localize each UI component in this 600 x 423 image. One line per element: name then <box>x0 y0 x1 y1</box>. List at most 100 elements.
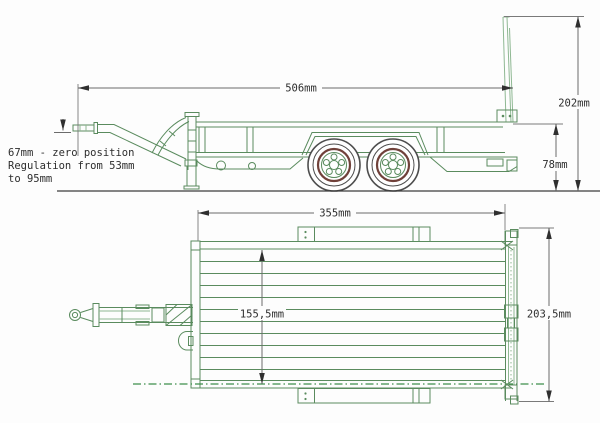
dim-label-78: 78mm <box>542 159 567 171</box>
mount-hatch <box>165 304 178 316</box>
headboard-cap <box>184 112 200 117</box>
tire-outer <box>366 138 420 192</box>
label-mask <box>538 157 573 171</box>
hinge-bolt <box>501 114 505 118</box>
hitch-ring-inner <box>71 311 79 319</box>
fender-bolt <box>304 236 307 239</box>
floor-planks <box>200 261 505 370</box>
brace-rung <box>159 140 167 147</box>
coupler-edge <box>80 317 94 322</box>
wheel-rear <box>366 138 420 192</box>
drawbar-bottom-edge <box>97 132 182 167</box>
rear-skirt <box>428 156 518 172</box>
hinge-pin-top <box>510 229 519 238</box>
lug-hole <box>381 159 389 166</box>
fender-inner <box>305 136 426 156</box>
jockey-mount-plan <box>178 331 193 351</box>
tailgate-plan <box>500 229 519 405</box>
clamp-bottom <box>135 321 150 326</box>
dim-label-202: 202mm <box>558 98 590 110</box>
label-mask <box>314 206 356 219</box>
dim-label-355: 355mm <box>319 208 351 220</box>
fender-side <box>301 132 429 156</box>
corner-cross <box>500 240 514 251</box>
hitch-tube <box>72 124 95 132</box>
dim-label-155-5: 155,5mm <box>240 309 284 321</box>
jockey-foot <box>183 185 200 190</box>
fender-bolt <box>304 397 307 401</box>
dim-overall-width: 203,5mm <box>519 227 573 402</box>
mount-hatch <box>179 314 193 326</box>
dim-label-506: 506mm <box>285 83 317 95</box>
jockey-mount-inner <box>188 336 194 346</box>
mount-hatch <box>165 304 193 326</box>
front-structure <box>151 112 200 190</box>
label-mask <box>552 95 596 109</box>
fender-bolt <box>304 392 307 395</box>
rim-ring <box>375 147 411 183</box>
tire-inner <box>371 143 415 187</box>
lug-hole <box>384 168 392 175</box>
hub-outer <box>380 152 406 178</box>
top-view <box>69 226 547 405</box>
front-rail <box>190 240 201 389</box>
latch-middle <box>507 317 515 329</box>
lug-hole <box>330 153 338 161</box>
rim-ring <box>316 147 352 183</box>
hitch-plate <box>93 122 98 134</box>
brace-rung <box>168 130 176 137</box>
lug-hole <box>338 159 346 166</box>
tire-inner <box>312 143 356 187</box>
dim-inner-width: 155,5mm <box>238 250 286 384</box>
dim-bed-length: 355mm <box>197 204 506 241</box>
side-post-mid <box>246 126 254 153</box>
front-brace-inner <box>157 121 190 156</box>
lug-hole <box>394 168 402 175</box>
tire-outer <box>307 138 361 192</box>
tailgate-hinge-bracket <box>496 109 518 123</box>
hinge-bolt <box>508 114 512 118</box>
bed-plan <box>178 240 512 389</box>
lug-hole <box>389 153 397 161</box>
dimensions: 506mm 202mm 78mm 355mm 155,5 <box>8 16 596 402</box>
lug-hole <box>397 159 405 166</box>
corner-cross <box>500 379 514 390</box>
lug-hole <box>325 168 333 175</box>
rear-lamp <box>486 158 504 167</box>
hub-outer <box>321 152 347 178</box>
side-post-front <box>198 126 206 153</box>
dim-bed-height: 78mm <box>513 123 573 191</box>
fender-strip <box>297 226 431 242</box>
frame-roller <box>216 160 226 171</box>
jockey-collar <box>184 159 198 167</box>
side-view <box>57 16 600 192</box>
annotation-line-3: to 95mm <box>8 173 52 185</box>
lug-hole <box>322 159 330 166</box>
rear-latch <box>506 159 518 172</box>
frame-roller-small <box>248 162 256 170</box>
tailgate-raised <box>496 16 518 123</box>
annotation-line-2: Regulation from 53mm <box>8 160 134 172</box>
wheels <box>307 138 420 192</box>
label-mask <box>525 306 573 320</box>
lug-hole <box>335 168 343 175</box>
tailgate-edge <box>509 27 514 123</box>
frame-underside <box>196 157 304 170</box>
dim-overall-length: 506mm <box>77 81 513 156</box>
fender-outer <box>301 132 429 156</box>
label-mask <box>280 81 322 94</box>
drawbar-plan <box>69 303 193 327</box>
dim-label-203-5: 203,5mm <box>527 309 571 321</box>
coupler-flange <box>92 303 100 327</box>
fender-bolt <box>304 230 307 234</box>
dim-rear-height: 202mm <box>504 16 596 191</box>
clamp-top <box>135 304 150 309</box>
front-brace-outer <box>151 117 187 154</box>
side-post-rear <box>436 126 445 153</box>
hitch-height-annotation: 67mm - zero position Regulation from 53m… <box>8 119 134 185</box>
label-mask <box>238 306 286 320</box>
tailgate-edge <box>502 16 507 123</box>
wheel-front <box>307 138 361 192</box>
